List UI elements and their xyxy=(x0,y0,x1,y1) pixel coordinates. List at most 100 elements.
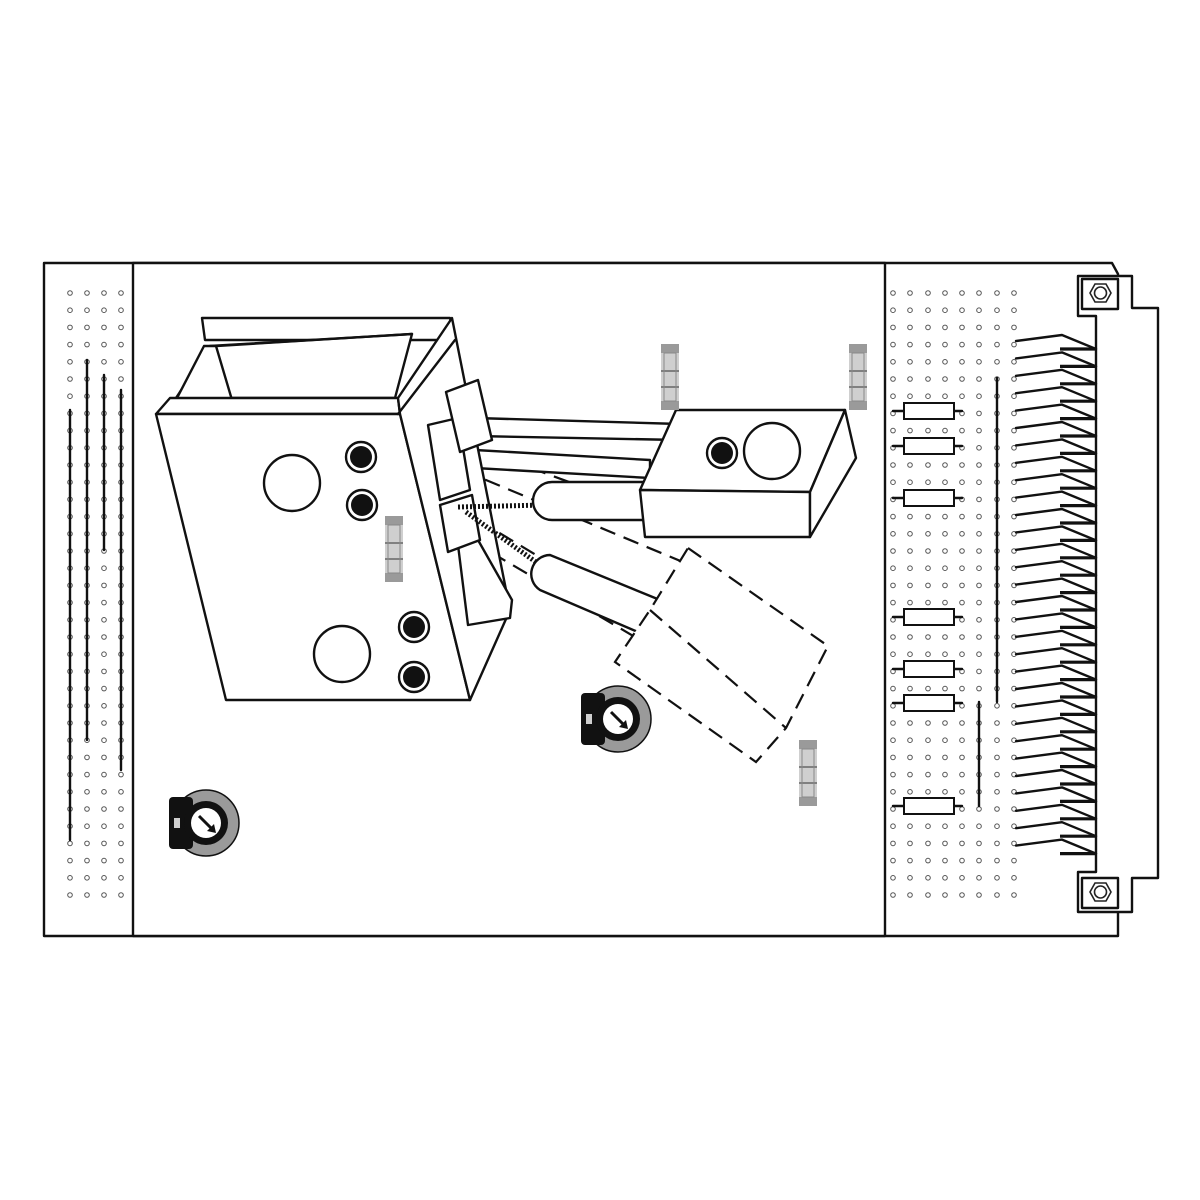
grid-hole xyxy=(976,359,982,365)
grid-hole xyxy=(1011,427,1017,434)
connector-trace xyxy=(1014,786,1098,803)
grid-hole xyxy=(907,857,913,864)
grid-hole xyxy=(118,806,124,812)
smd-end-cap xyxy=(849,401,867,410)
grid-hole xyxy=(84,892,90,898)
grid-hole xyxy=(994,737,1000,744)
grid-hole xyxy=(925,582,931,589)
grid-hole xyxy=(1011,290,1017,296)
grid-hole xyxy=(84,857,90,864)
grid-hole xyxy=(890,582,896,589)
grid-hole xyxy=(890,720,896,726)
grid-hole xyxy=(907,754,913,761)
grid-hole xyxy=(959,427,965,434)
grid-hole xyxy=(959,892,965,898)
grid-hole xyxy=(942,324,948,331)
grid-hole xyxy=(1011,359,1017,365)
trim-potentiometer-2[interactable] xyxy=(581,685,652,753)
grid-hole xyxy=(118,376,124,382)
grid-hole xyxy=(976,634,982,640)
grid-hole xyxy=(942,427,948,434)
trim-potentiometer-icon[interactable] xyxy=(581,685,652,753)
grid-hole xyxy=(994,324,1000,331)
grid-hole xyxy=(942,462,948,468)
grid-hole xyxy=(118,857,124,864)
grid-hole xyxy=(890,393,896,400)
grid-hole xyxy=(890,771,896,778)
trim-potentiometer-icon[interactable] xyxy=(169,789,240,857)
connector-trace xyxy=(1014,821,1098,838)
grid-hole xyxy=(959,840,965,847)
grid-hole xyxy=(976,393,982,400)
connector-trace xyxy=(1014,751,1098,768)
grid-hole xyxy=(959,789,965,795)
connector-trace xyxy=(1014,647,1098,664)
grid-hole xyxy=(994,789,1000,795)
smd-components xyxy=(385,344,867,806)
grid-hole xyxy=(101,582,107,589)
smd-component xyxy=(661,344,679,410)
grid-hole xyxy=(976,376,982,382)
grid-hole xyxy=(942,359,948,365)
grid-hole xyxy=(925,376,931,382)
grid-hole xyxy=(994,857,1000,864)
grid-hole xyxy=(101,737,107,744)
grid-hole xyxy=(942,582,948,589)
grid-hole xyxy=(101,754,107,761)
lens-holder-block xyxy=(638,408,858,539)
grid-hole xyxy=(67,307,73,314)
smd-end-cap xyxy=(661,401,679,410)
grid-hole xyxy=(890,359,896,365)
connector-trace xyxy=(1014,490,1098,507)
grid-hole xyxy=(942,789,948,795)
smd-end-cap xyxy=(799,797,817,806)
grid-hole xyxy=(925,565,931,572)
connector-trace xyxy=(1014,420,1098,438)
grid-hole xyxy=(976,324,982,331)
grid-hole xyxy=(67,376,73,382)
connector-trace xyxy=(1014,734,1098,751)
trim-potentiometer-1[interactable] xyxy=(169,789,240,857)
grid-hole xyxy=(942,479,948,486)
grid-hole xyxy=(959,531,965,537)
collimator-tubes xyxy=(530,480,662,637)
grid-hole xyxy=(959,462,965,468)
grid-hole xyxy=(1011,857,1017,864)
grid-hole xyxy=(976,617,982,623)
grid-hole xyxy=(890,737,896,744)
grid-hole xyxy=(101,565,107,572)
grid-hole xyxy=(925,513,931,520)
grid-hole xyxy=(1011,410,1017,417)
grid-hole xyxy=(101,668,107,675)
grid-hole xyxy=(101,771,107,778)
grid-hole xyxy=(890,754,896,761)
mounting-nut-icon xyxy=(1089,882,1112,902)
grid-hole xyxy=(925,754,931,761)
left-jumper-wires xyxy=(68,358,123,842)
grid-hole xyxy=(942,737,948,744)
mount-main-block xyxy=(154,316,514,702)
smd-outline xyxy=(851,352,865,402)
mounting-nut-bottom xyxy=(1080,876,1120,910)
grid-hole xyxy=(942,513,948,520)
grid-hole xyxy=(1011,393,1017,400)
connector-trace xyxy=(1014,333,1098,351)
grid-hole xyxy=(942,771,948,778)
grid-hole xyxy=(101,324,107,331)
grid-hole xyxy=(976,462,982,468)
grid-hole xyxy=(84,823,90,830)
grid-hole xyxy=(959,359,965,365)
grid-hole xyxy=(890,789,896,795)
grid-hole xyxy=(118,341,124,348)
mount-screws xyxy=(344,440,431,694)
grid-hole xyxy=(925,359,931,365)
grid-hole xyxy=(1011,445,1017,451)
grid-hole xyxy=(959,737,965,744)
grid-hole xyxy=(976,496,982,503)
grid-hole xyxy=(907,651,913,658)
grid-hole xyxy=(118,307,124,314)
grid-hole xyxy=(890,427,896,434)
grid-hole xyxy=(942,754,948,761)
grid-hole xyxy=(994,806,1000,812)
